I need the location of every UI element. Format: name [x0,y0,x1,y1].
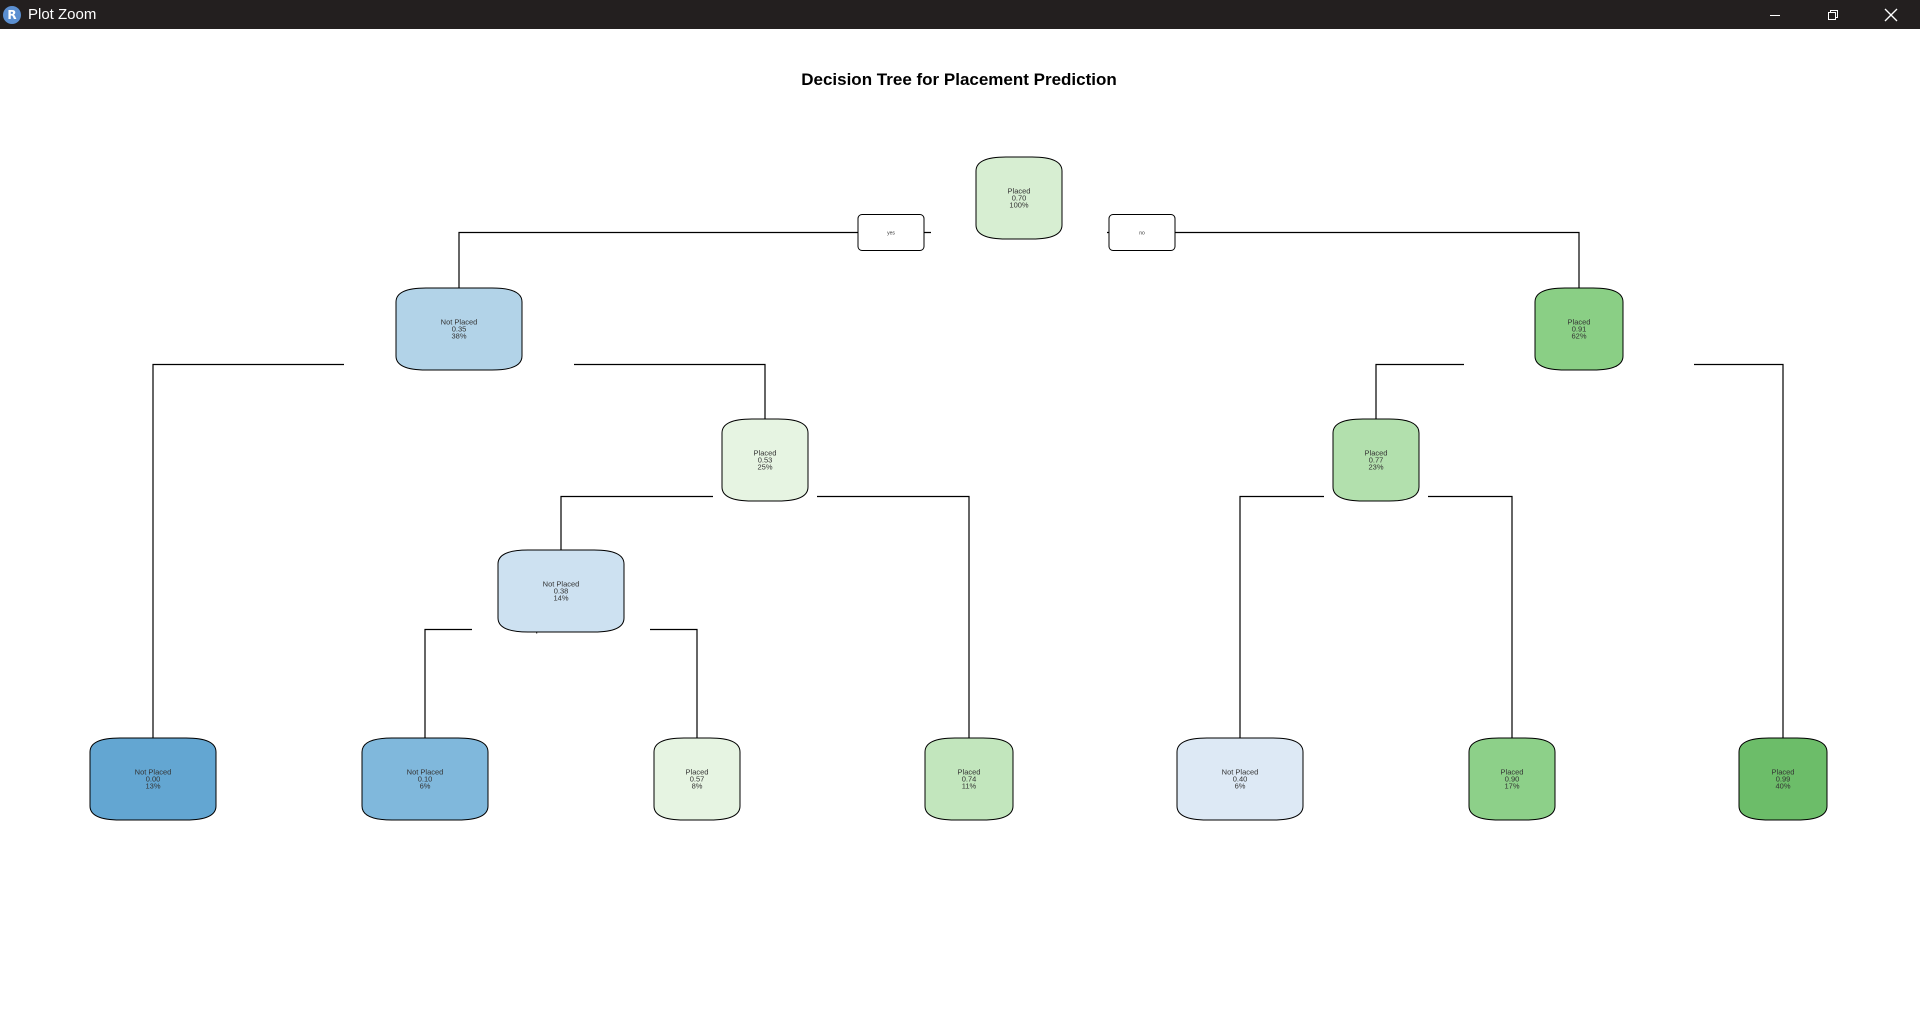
window-titlebar: R Plot Zoom [0,0,1920,29]
window-title: Plot Zoom [28,6,97,23]
edge-no [650,628,698,739]
node-prob-label: 0.35 [452,325,467,334]
decision-tree-plot: Decision Tree for Placement Prediction y… [89,70,1828,821]
node-prob-label: 0.74 [962,775,977,784]
node-class-label: Placed [1008,187,1031,196]
edge-yes [560,495,713,551]
node-shape [361,737,489,821]
node-class-label: Not Placed [1222,768,1259,777]
node-prob-label: 0.70 [1012,194,1027,203]
node-pct-label: 38% [451,332,466,341]
node-prob-label: 0.10 [418,775,433,784]
node-pct-label: 17% [1504,782,1519,791]
edge-yes [1239,495,1324,739]
node-prob-label: 0.90 [1505,775,1520,784]
node-prob-label: 0.40 [1233,775,1248,784]
node-prob-label: 0.38 [554,587,569,596]
edge-no [817,495,970,739]
node-class-label: Placed [1501,768,1524,777]
branch-yes-label: yes [887,231,895,237]
edge-no [1428,495,1513,739]
node-prob-label: 0.00 [146,775,161,784]
node-pct-label: 25% [757,463,772,472]
minimize-button[interactable] [1746,0,1804,29]
branch-labels-layer: yes no [857,214,1176,251]
close-icon [1884,8,1898,21]
node-shape [1468,737,1556,821]
node-pct-label: 23% [1368,463,1383,472]
node-pct-label: 8% [692,782,703,791]
node-class-label: Placed [686,768,709,777]
node-shape [497,549,625,633]
node-shape [1176,737,1304,821]
edges-layer [152,231,1784,739]
edge-no [1694,363,1784,739]
node-prob-label: 0.57 [690,775,705,784]
edge-yes [152,363,344,739]
node-pct-label: 6% [1235,782,1246,791]
node-prob-label: 0.99 [1776,775,1791,784]
node-class-label: Not Placed [407,768,444,777]
edge-yes [458,231,931,289]
node-pct-label: 14% [553,594,568,603]
node-pct-label: 100% [1009,201,1029,210]
branch-no-label: no [1139,231,1145,237]
minimize-icon [1770,14,1780,16]
node-prob-label: 0.91 [1572,325,1587,334]
plot-title: Decision Tree for Placement Prediction [801,70,1117,89]
edge-yes [424,628,472,739]
node-shape [924,737,1014,821]
node-class-label: Placed [754,449,777,458]
node-pct-label: 6% [420,782,431,791]
edge-yes [1375,363,1464,420]
node-shape [975,156,1063,240]
node-shape [721,418,809,502]
node-pct-label: 40% [1775,782,1790,791]
node-shape [653,737,741,821]
node-prob-label: 0.77 [1369,456,1384,465]
node-class-label: Placed [1365,449,1388,458]
node-shape [1332,418,1420,502]
branch-no-box [1108,214,1176,251]
node-class-label: Placed [1772,768,1795,777]
branch-yes-box [857,214,925,251]
node-shape [1534,287,1624,371]
node-pct-label: 11% [962,782,977,791]
node-pct-label: 62% [1571,332,1586,341]
node-pct-label: 13% [145,782,160,791]
restore-button[interactable] [1804,0,1862,29]
r-app-icon: R [3,5,21,24]
node-class-label: Placed [958,768,981,777]
node-shape [89,737,217,821]
node-class-label: Placed [1568,318,1591,327]
node-class-label: Not Placed [135,768,172,777]
node-class-label: Not Placed [543,580,580,589]
node-prob-label: 0.53 [758,456,773,465]
node-shape [1738,737,1828,821]
node-shape [395,287,523,371]
window-controls [1746,0,1920,29]
plot-canvas: Decision Tree for Placement Prediction y… [0,29,1920,1020]
close-button[interactable] [1862,0,1920,29]
restore-icon [1828,9,1838,20]
node-class-label: Not Placed [441,318,478,327]
edge-no [1107,231,1580,289]
edge-no [574,363,766,420]
